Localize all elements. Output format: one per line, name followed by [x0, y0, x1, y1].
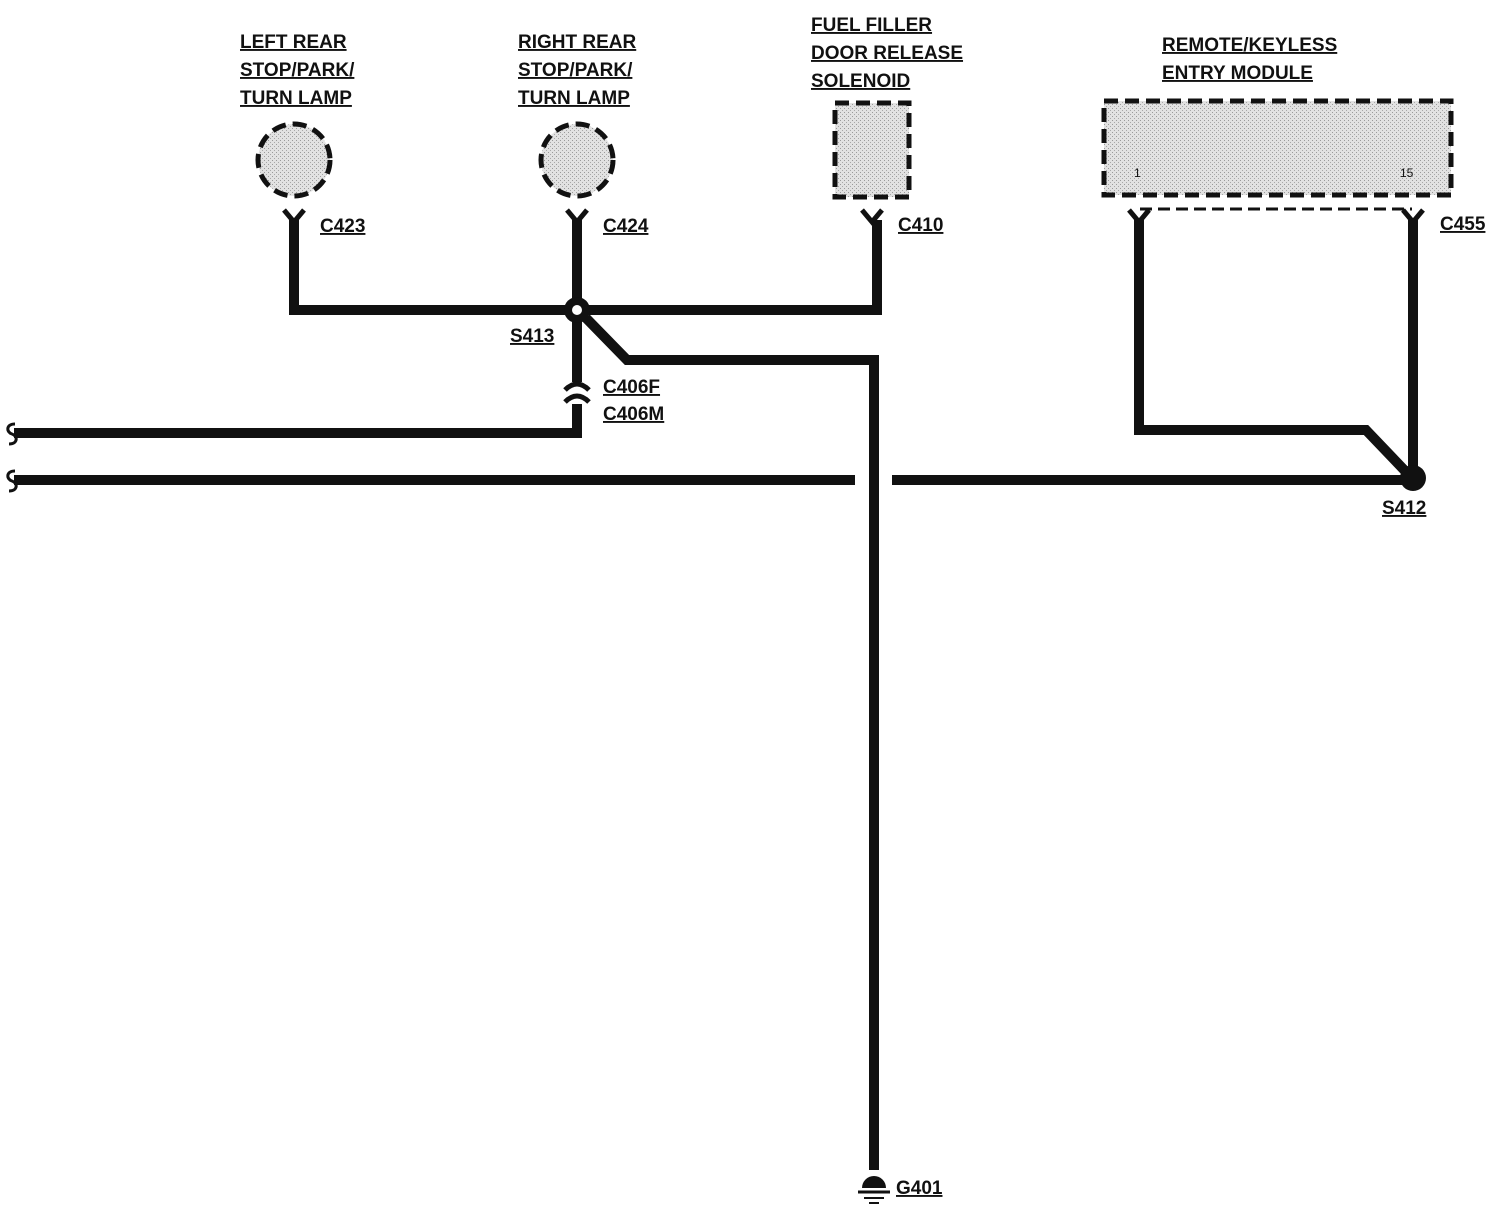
remote-keyless-module — [1101, 98, 1454, 198]
wire-break-mark-upper — [6, 422, 18, 446]
svg-text:STOP/PARK/: STOP/PARK/ — [518, 60, 633, 81]
splice-s412 — [1400, 465, 1426, 491]
wire-ground-trunk — [582, 314, 879, 1170]
remote-keyless-module-label: REMOTE/KEYLESS ENTRY MODULE — [1162, 35, 1337, 84]
wire-module-pin1 — [1134, 220, 1412, 478]
inline-connector-c406 — [563, 381, 591, 404]
ground-g401-label: G401 — [896, 1178, 943, 1199]
wire-lamp-bus — [289, 220, 882, 315]
svg-text:DOOR RELEASE: DOOR RELEASE — [811, 43, 963, 64]
connector-c406f-label: C406F — [603, 377, 660, 398]
svg-text:FUEL FILLER: FUEL FILLER — [811, 15, 932, 36]
splice-s413-label: S413 — [510, 326, 554, 347]
connector-c410-label: C410 — [898, 215, 943, 236]
left-rear-lamp — [255, 121, 333, 199]
ground-icon — [858, 1176, 890, 1204]
svg-text:RIGHT REAR: RIGHT REAR — [518, 32, 637, 53]
wire-c406-to-left — [14, 404, 582, 438]
fuel-filler-solenoid — [832, 100, 912, 200]
connector-c455-label: C455 — [1440, 214, 1486, 235]
left-rear-lamp-label: LEFT REAR STOP/PARK/ TURN LAMP — [240, 32, 355, 109]
connector-c406m-label: C406M — [603, 404, 664, 425]
svg-text:LEFT REAR: LEFT REAR — [240, 32, 347, 53]
connector-c424-label: C424 — [603, 216, 649, 237]
svg-text:REMOTE/KEYLESS: REMOTE/KEYLESS — [1162, 35, 1337, 56]
connector-c423-label: C423 — [320, 216, 365, 237]
svg-text:SOLENOID: SOLENOID — [811, 71, 910, 92]
right-rear-lamp — [538, 121, 616, 199]
svg-text:TURN LAMP: TURN LAMP — [518, 88, 630, 109]
module-pin-15: 15 — [1400, 166, 1414, 180]
module-pin-1: 1 — [1134, 166, 1141, 180]
fuel-filler-solenoid-label: FUEL FILLER DOOR RELEASE SOLENOID — [811, 15, 963, 92]
wire-break-mark-lower — [6, 469, 18, 493]
splice-s413 — [564, 297, 590, 323]
splice-s412-label: S412 — [1382, 498, 1426, 519]
svg-text:TURN LAMP: TURN LAMP — [240, 88, 352, 109]
right-rear-lamp-label: RIGHT REAR STOP/PARK/ TURN LAMP — [518, 32, 637, 109]
svg-text:ENTRY MODULE: ENTRY MODULE — [1162, 63, 1313, 84]
svg-text:STOP/PARK/: STOP/PARK/ — [240, 60, 355, 81]
